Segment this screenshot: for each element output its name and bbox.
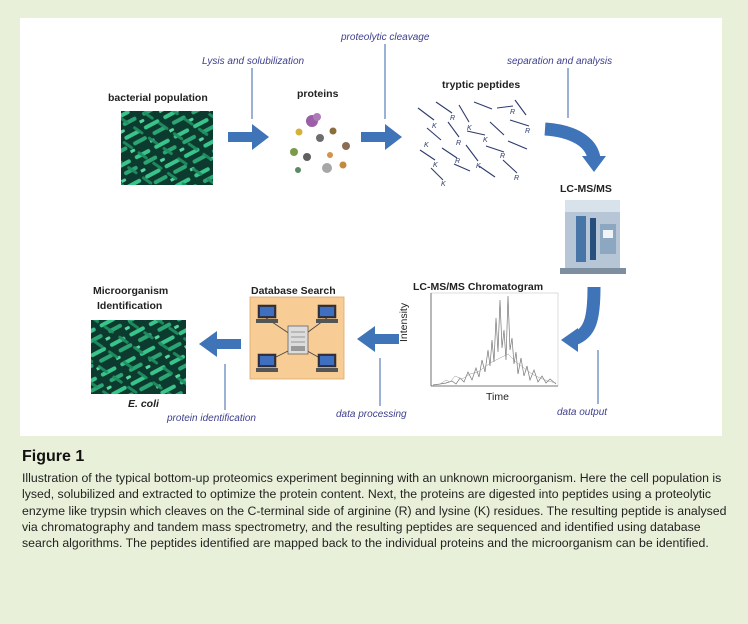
database-search-box (249, 296, 345, 380)
svg-text:R: R (525, 128, 530, 135)
server-icon (287, 325, 309, 355)
svg-text:R: R (450, 115, 455, 122)
lcmsms-instrument-icon (560, 200, 626, 274)
label-tryptic-peptides: tryptic peptides (442, 79, 521, 91)
label-identification: Identification (97, 300, 163, 312)
bacteria-image-bottom (91, 320, 186, 394)
proteins-cluster (290, 113, 350, 173)
label-microorganism: Microorganism (93, 285, 169, 297)
peptide-fragments (417, 99, 530, 181)
bacteria-image-top (121, 111, 213, 185)
svg-text:K: K (476, 163, 481, 170)
computer-icon-bottom-right (316, 353, 338, 372)
svg-text:K: K (483, 137, 488, 144)
step-data-output: data output (557, 407, 608, 418)
figure-caption: Illustration of the typical bottom-up pr… (22, 471, 727, 551)
step-protein-identification: protein identification (167, 413, 256, 424)
step-lysis: Lysis and solubilization (202, 56, 305, 67)
step-separation: separation and analysis (507, 56, 613, 67)
arrow-lcmsms-to-chromatogram (561, 286, 601, 352)
arrow-proteins-to-peptides (361, 124, 402, 150)
svg-text:K: K (432, 123, 437, 130)
label-database-search: Database Search (251, 285, 336, 297)
svg-text:R: R (456, 140, 461, 147)
svg-text:K: K (441, 181, 446, 188)
label-proteins: proteins (297, 88, 339, 100)
computer-icon-bottom-left (256, 353, 278, 372)
svg-text:R: R (510, 109, 515, 116)
label-lcmsms: LC-MS/MS (560, 183, 612, 195)
arrow-peptides-to-lcmsms (544, 122, 606, 172)
computer-icon-top-left (256, 304, 278, 323)
figure-title: Figure 1 (22, 448, 85, 465)
svg-text:R: R (514, 175, 519, 182)
svg-text:K: K (424, 142, 429, 149)
arrow-database-to-identification (199, 331, 241, 357)
svg-text:R: R (455, 158, 460, 165)
chromatogram-plot (430, 292, 559, 387)
svg-text:K: K (467, 125, 472, 132)
svg-text:R: R (500, 153, 505, 160)
label-chromatogram: LC-MS/MS Chromatogram (413, 281, 544, 293)
svg-text:K: K (433, 162, 438, 169)
arrow-chromatogram-to-database (357, 326, 399, 352)
step-cleavage: proteolytic cleavage (341, 32, 430, 43)
step-data-processing: data processing (336, 409, 407, 420)
peptide-residue-letters: K R K R K R K R K R K R K R (424, 109, 530, 188)
label-bacterial-population: bacterial population (108, 92, 208, 104)
chromatogram-x-axis-label: Time (486, 391, 509, 403)
chromatogram-y-axis-label: Intensity (398, 302, 410, 342)
computer-icon-top-right (316, 304, 338, 323)
arrow-bacteria-to-proteins (228, 124, 269, 150)
label-ecoli: E. coli (128, 398, 159, 410)
